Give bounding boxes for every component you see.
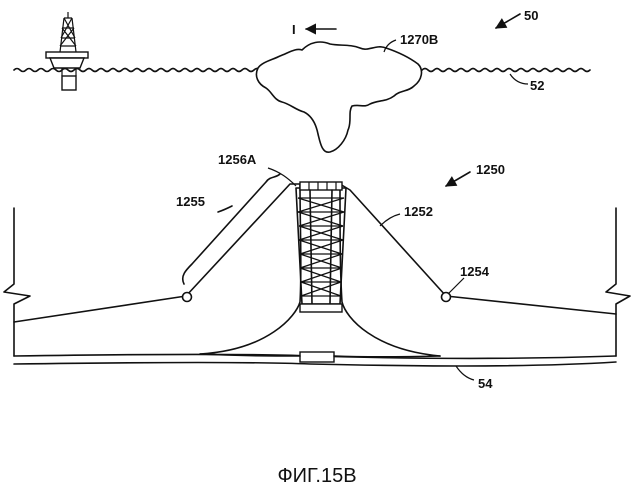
label-1252: 1252	[404, 204, 433, 219]
leader-1254	[448, 278, 464, 294]
leader-54	[456, 366, 474, 380]
label-1254: 1254	[460, 264, 490, 279]
offshore-platform-icon	[46, 12, 88, 90]
embankment-outline	[14, 184, 301, 354]
label-50: 50	[524, 8, 538, 23]
label-1256a: 1256A	[218, 152, 257, 167]
label-52: 52	[530, 78, 544, 93]
left-hinge-point	[183, 293, 192, 302]
arrow-1250	[446, 172, 470, 186]
label-1270b: 1270B	[400, 32, 438, 47]
base-block	[300, 352, 334, 362]
leader-1252	[380, 214, 400, 226]
right-hinge-point-1254	[442, 293, 451, 302]
iceberg-shape	[256, 42, 421, 152]
label-54: 54	[478, 376, 493, 391]
arrow-50	[496, 14, 520, 28]
bracket-1255	[183, 174, 280, 284]
left-break-line	[4, 208, 30, 356]
label-current-i: I	[292, 22, 296, 37]
bracket-1255-tick	[218, 206, 232, 212]
figure-caption: ФИГ.15B	[277, 465, 356, 487]
label-1255: 1255	[176, 194, 205, 209]
label-1250: 1250	[476, 162, 505, 177]
right-break-line	[606, 208, 630, 356]
leader-52	[510, 74, 528, 84]
lattice-tower	[296, 182, 346, 312]
